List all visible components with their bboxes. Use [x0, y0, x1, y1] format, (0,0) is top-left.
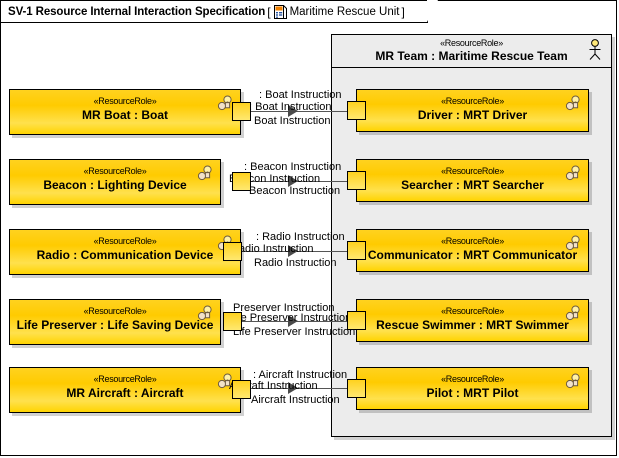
- connector-arrow-2: [288, 175, 298, 187]
- role-box-communicator[interactable]: «ResourceRole» Communicator : MRT Commun…: [356, 229, 589, 272]
- role-stereotype: «ResourceRole»: [441, 374, 504, 384]
- container-name: MR Team : Maritime Rescue Team: [375, 49, 568, 63]
- resource-role-icon: [564, 373, 582, 391]
- port-square-driver[interactable]: [347, 101, 366, 120]
- role-box-mr-boat[interactable]: «ResourceRole» MR Boat : Boat: [9, 89, 241, 135]
- resource-role-icon: [564, 165, 582, 183]
- connector-label-mid-2: Beacon Instruction: [229, 173, 321, 185]
- connector-line-5: [241, 388, 356, 389]
- connector-line-4: [241, 321, 356, 322]
- connector-label-mid-1: : Boat Instruction: [249, 101, 332, 113]
- connector-arrow-5: [288, 382, 298, 394]
- connector-label-top-1: : Boat Instruction: [259, 89, 342, 101]
- role-name: Life Preserver : Life Saving Device: [16, 318, 214, 332]
- connector-arrow-3: [288, 245, 298, 257]
- resource-role-icon: [564, 95, 582, 113]
- port-square-communicator[interactable]: [347, 241, 366, 260]
- role-box-pilot[interactable]: «ResourceRole» Pilot : MRT Pilot: [356, 367, 589, 410]
- page-title: SV-1 Resource Internal Interaction Speci…: [8, 5, 266, 18]
- port-square-life-preserver[interactable]: [223, 312, 242, 331]
- role-name: Beacon : Lighting Device: [43, 178, 187, 192]
- role-stereotype: «ResourceRole»: [441, 306, 504, 316]
- role-name: Pilot : MRT Pilot: [426, 386, 519, 400]
- actor-icon: [587, 39, 603, 61]
- role-name: Rescue Swimmer : MRT Swimmer: [376, 318, 569, 332]
- role-stereotype: «ResourceRole»: [93, 96, 157, 106]
- resource-role-icon: [564, 305, 582, 323]
- port-square-radio[interactable]: [223, 242, 242, 261]
- role-box-rescue-swimmer[interactable]: «ResourceRole» Rescue Swimmer : MRT Swim…: [356, 299, 589, 342]
- bracket-open: [: [267, 4, 271, 19]
- connector-label-bottom-3: Radio Instruction: [254, 257, 337, 269]
- role-box-searcher[interactable]: «ResourceRole» Searcher : MRT Searcher: [356, 159, 589, 202]
- container-stereotype: «ResourceRole»: [440, 38, 503, 48]
- port-square-aircraft[interactable]: [232, 380, 251, 399]
- role-stereotype: «ResourceRole»: [441, 236, 504, 246]
- role-stereotype: «ResourceRole»: [93, 236, 157, 246]
- connector-label-top-2: : Beacon Instruction: [244, 161, 342, 173]
- bracket-close: ]: [401, 4, 405, 19]
- connector-line-1: [241, 111, 356, 112]
- role-box-life-preserver[interactable]: «ResourceRole» Life Preserver : Life Sav…: [9, 299, 221, 345]
- resource-role-icon: [196, 305, 214, 323]
- role-stereotype: «ResourceRole»: [441, 96, 504, 106]
- container-header: «ResourceRole» MR Team : Maritime Rescue…: [332, 35, 611, 68]
- role-name: Searcher : MRT Searcher: [401, 178, 544, 192]
- role-box-beacon[interactable]: «ResourceRole» Beacon : Lighting Device: [9, 159, 221, 205]
- connector-arrow-4: [288, 315, 298, 327]
- connector-label-top-4: Preserver Instruction: [233, 302, 335, 314]
- role-box-mr-aircraft[interactable]: «ResourceRole» MR Aircraft : Aircraft: [9, 367, 241, 413]
- role-name: Radio : Communication Device: [36, 248, 214, 262]
- resource-role-icon: [564, 235, 582, 253]
- resource-role-icon: [216, 373, 234, 391]
- role-stereotype: «ResourceRole»: [83, 166, 147, 176]
- connector-label-mid-4: Life Preserver Instruction: [229, 312, 352, 324]
- port-square-pilot[interactable]: [347, 379, 366, 398]
- port-square-beacon[interactable]: [232, 172, 251, 191]
- block-definition-icon: [273, 3, 287, 19]
- connector-label-bottom-2: Beacon Instruction: [249, 185, 341, 197]
- role-stereotype: «ResourceRole»: [441, 166, 504, 176]
- connector-label-top-3: : Radio Instruction: [256, 231, 345, 243]
- connector-label-mid-3: Radio Instruction: [231, 243, 314, 255]
- connector-label-top-5: : Aircraft Instruction: [253, 369, 348, 381]
- connector-label-bottom-5: Aircraft Instruction: [251, 394, 340, 406]
- port-square-searcher[interactable]: [347, 171, 366, 190]
- connector-line-3: [241, 251, 356, 252]
- diagram-context-name: Maritime Rescue Unit: [289, 5, 400, 18]
- connector-label-bottom-4: Life Preserver Instruction: [233, 326, 356, 338]
- connector-arrow-1: [288, 105, 298, 117]
- role-stereotype: «ResourceRole»: [83, 306, 147, 316]
- diagram-title-tab: SV-1 Resource Internal Interaction Speci…: [1, 0, 438, 23]
- role-box-driver[interactable]: «ResourceRole» Driver : MRT Driver: [356, 89, 589, 132]
- role-name: Driver : MRT Driver: [417, 108, 528, 122]
- role-stereotype: «ResourceRole»: [93, 374, 157, 384]
- connector-label-mid-5: Aircraft Instruction: [229, 380, 318, 392]
- resource-role-icon: [216, 95, 234, 113]
- resource-role-icon: [196, 165, 214, 183]
- port-square-rescue-swimmer[interactable]: [347, 311, 366, 330]
- connector-line-2: [241, 181, 356, 182]
- port-square-boat[interactable]: [232, 102, 251, 121]
- connector-label-bottom-1: Boat Instruction: [254, 115, 331, 127]
- role-name: MR Boat : Boat: [82, 108, 168, 122]
- role-name: Communicator : MRT Communicator: [367, 248, 578, 262]
- role-box-radio[interactable]: «ResourceRole» Radio : Communication Dev…: [9, 229, 241, 275]
- role-name: MR Aircraft : Aircraft: [66, 386, 184, 400]
